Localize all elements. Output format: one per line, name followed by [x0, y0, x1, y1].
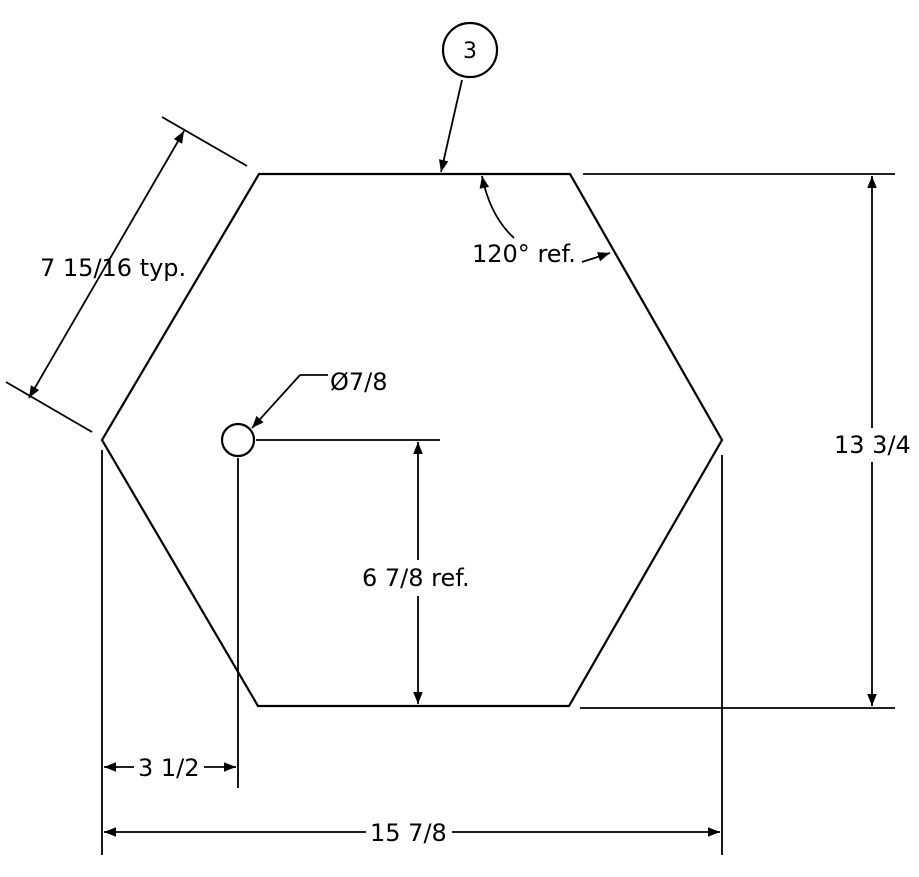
hole-height-label: 6 7/8 ref.	[362, 564, 470, 592]
hole-diameter-label: Ø7/8	[330, 368, 388, 396]
hole-height-dimension: 6 7/8 ref.	[237, 439, 478, 788]
angle-dimension: 120° ref.	[472, 175, 611, 268]
hole-circle	[220, 422, 256, 458]
width-label: 15 7/8	[370, 819, 447, 847]
balloon-number: 3	[463, 39, 477, 64]
overall-width-dimension: 15 7/8	[104, 455, 723, 855]
part-balloon: 3	[438, 21, 499, 173]
height-label: 13 3/4	[834, 431, 911, 459]
angle-label: 120° ref.	[472, 240, 576, 268]
overall-height-dimension: 13 3/4	[580, 173, 914, 709]
balloon-leader	[438, 79, 463, 173]
side-length-dimension: 7 15/16 typ.	[5, 116, 248, 433]
side-length-label: 7 15/16 typ.	[40, 254, 186, 282]
angle-leader-top	[479, 175, 515, 239]
extension-line-top	[161, 116, 248, 167]
hole-diameter-callout: Ø7/8	[251, 368, 388, 429]
hole-offset-label: 3 1/2	[138, 754, 200, 782]
hole-offset-dimension: 3 1/2	[101, 450, 236, 855]
hexagon-outline	[100, 172, 724, 708]
extension-line-bottom	[5, 381, 93, 433]
dimension-line-side	[28, 130, 185, 399]
diameter-leader	[251, 374, 301, 429]
angle-leader-right	[581, 252, 611, 263]
